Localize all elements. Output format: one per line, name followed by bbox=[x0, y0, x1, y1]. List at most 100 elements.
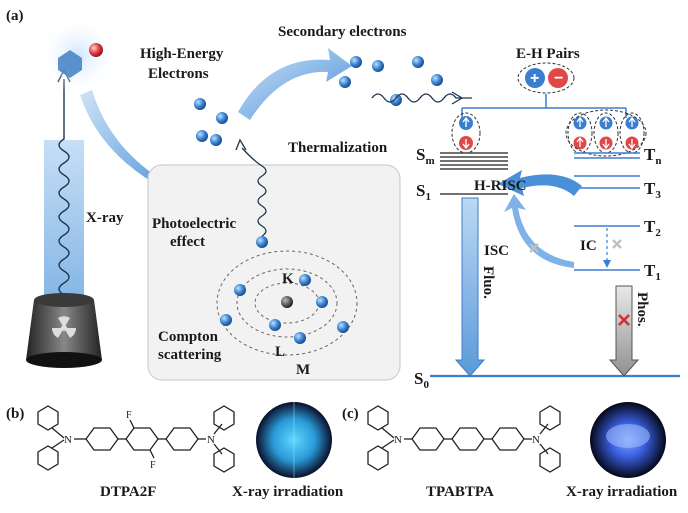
electron bbox=[269, 319, 281, 331]
sm-label: Sm bbox=[416, 145, 435, 167]
nitrogen-label: N bbox=[64, 434, 72, 446]
secondary-electrons bbox=[339, 56, 443, 106]
singlet-spin-pair bbox=[451, 112, 481, 154]
red-particle bbox=[89, 43, 103, 57]
hrisc-label: H-RISC bbox=[474, 178, 527, 194]
eh-pair-outline bbox=[517, 62, 575, 94]
eh-pairs-label: E-H Pairs bbox=[516, 46, 580, 62]
hexagon-icon bbox=[58, 50, 82, 78]
thermalization-wave bbox=[371, 93, 472, 103]
benzene-ring bbox=[367, 445, 389, 471]
xray-source: X-ray bbox=[26, 68, 124, 368]
electron bbox=[337, 321, 349, 333]
photoelectron-wave bbox=[241, 147, 267, 237]
cascade-arrow bbox=[238, 48, 352, 120]
molecule-tpabtpa: N N bbox=[367, 405, 561, 473]
high-energy-electrons bbox=[194, 98, 228, 146]
photoelectric-line1: Photoelectric bbox=[152, 216, 236, 232]
molecule-dtpa2f: N N F F bbox=[37, 405, 235, 473]
electron bbox=[196, 130, 208, 142]
benzene-ring bbox=[213, 447, 235, 473]
phos-arrow bbox=[608, 285, 640, 377]
photo-c-caption: X-ray irradiation bbox=[566, 484, 678, 500]
xray-wave bbox=[58, 79, 70, 296]
benzene-ring bbox=[539, 447, 561, 473]
secondary-label: Secondary electrons bbox=[278, 24, 407, 40]
shell-l-label: L bbox=[275, 344, 285, 360]
energy-diagram: Sm S1 S0 Tn T3 T2 T1 H-RISC ISC IC Fl bbox=[414, 145, 680, 391]
high-energy-line1: High-Energy bbox=[140, 46, 224, 62]
radiation-symbol-icon bbox=[52, 316, 76, 338]
hole-icon bbox=[525, 68, 545, 88]
thermalization-label: Thermalization bbox=[288, 140, 388, 156]
isc-arrow bbox=[504, 194, 574, 268]
panel-label-c: (c) bbox=[342, 406, 359, 422]
nitrogen-label: N bbox=[532, 434, 540, 446]
compton-line1: Compton bbox=[158, 329, 219, 345]
shell-m bbox=[216, 250, 358, 356]
fluo-label: Fluo. bbox=[480, 266, 496, 299]
electron-icon bbox=[548, 68, 568, 88]
eh-split-lines bbox=[461, 94, 627, 118]
ic-label: IC bbox=[580, 238, 597, 254]
shell-k-label: K bbox=[282, 271, 294, 287]
atom-panel: K L M Photoelectric effect Compton scatt… bbox=[147, 138, 401, 381]
panel-label-a: (a) bbox=[6, 8, 24, 24]
electron bbox=[210, 134, 222, 146]
benzene-ring bbox=[451, 427, 485, 451]
photo-c: X-ray irradiation bbox=[566, 402, 678, 500]
t3-label: T3 bbox=[644, 179, 661, 201]
electron bbox=[350, 56, 362, 68]
electron bbox=[234, 284, 246, 296]
svg-text:+: + bbox=[530, 70, 539, 87]
benzene-ring bbox=[213, 405, 235, 431]
electron bbox=[216, 112, 228, 124]
benzene-ring bbox=[367, 405, 389, 431]
xray-tube-base bbox=[26, 352, 102, 368]
s0-label: S0 bbox=[414, 369, 429, 391]
benzene-ring bbox=[165, 427, 199, 451]
benzene-ring bbox=[539, 405, 561, 431]
isc-label: ISC bbox=[484, 243, 509, 259]
photoelectric-line2: effect bbox=[170, 234, 205, 250]
fluorine-label: F bbox=[126, 410, 132, 421]
triplet-spin-pairs bbox=[565, 109, 647, 157]
xray-label: X-ray bbox=[86, 210, 124, 226]
benzene-ring bbox=[85, 427, 119, 451]
electron bbox=[316, 296, 328, 308]
fluorine-label: F bbox=[150, 460, 156, 471]
phos-label: Phos. bbox=[634, 292, 650, 327]
particle-glow bbox=[38, 15, 118, 95]
molecule-c-name: TPABTPA bbox=[426, 484, 494, 500]
sm-levels bbox=[440, 152, 508, 170]
electron bbox=[390, 94, 402, 106]
atom-box bbox=[147, 164, 401, 381]
s1-label: S1 bbox=[416, 181, 431, 203]
tn-label: Tn bbox=[644, 145, 661, 167]
electron bbox=[194, 98, 206, 110]
molecule-b-name: DTPA2F bbox=[100, 484, 156, 500]
benzene-ring bbox=[411, 427, 445, 451]
electron bbox=[412, 56, 424, 68]
xray-beam bbox=[44, 140, 84, 300]
benzene-ring bbox=[125, 427, 159, 451]
electron bbox=[220, 314, 232, 326]
ic-arrowhead-icon bbox=[603, 260, 611, 268]
incident-particle bbox=[38, 15, 118, 95]
hrisc-arrow bbox=[498, 170, 582, 196]
nucleus bbox=[281, 296, 293, 308]
nitrogen-label: N bbox=[207, 434, 215, 446]
isc-blocked-icon bbox=[529, 243, 539, 253]
t1-label: T1 bbox=[644, 261, 661, 283]
electron bbox=[299, 274, 311, 286]
photoelectron-arrowhead-icon bbox=[235, 138, 247, 151]
svg-text:−: − bbox=[554, 70, 563, 87]
panel-label-b: (b) bbox=[6, 406, 24, 422]
shell-l bbox=[236, 268, 338, 338]
electron bbox=[431, 74, 443, 86]
fluo-arrow bbox=[454, 197, 486, 377]
electron bbox=[294, 332, 306, 344]
thermalization-arrowhead-icon bbox=[451, 91, 464, 105]
photo-b: X-ray irradiation bbox=[232, 402, 344, 500]
